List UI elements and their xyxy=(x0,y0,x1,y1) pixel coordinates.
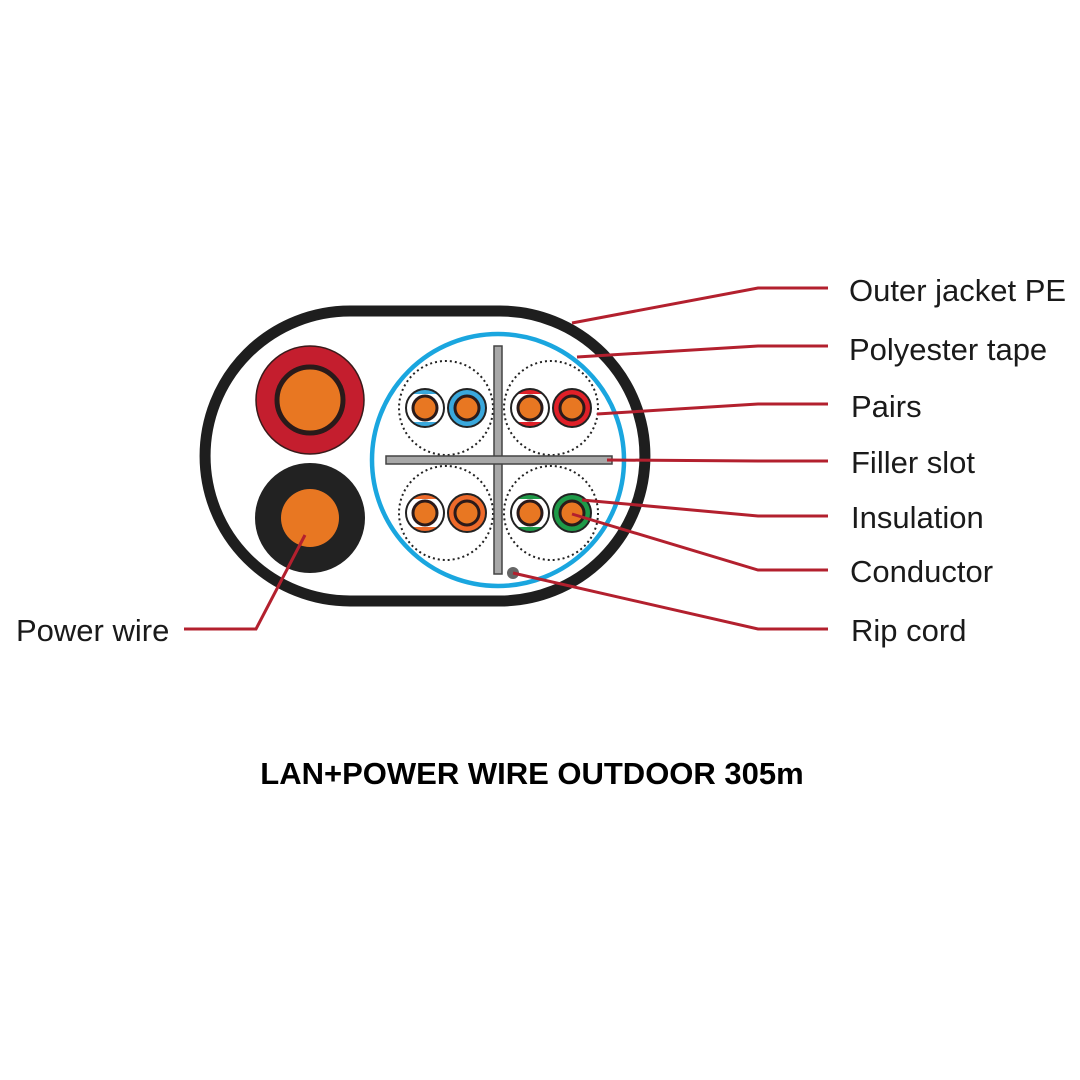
wire-green xyxy=(552,493,592,533)
leader-power-wire xyxy=(184,534,307,631)
leader-pairs xyxy=(596,402,828,416)
power-wire-red xyxy=(255,345,365,455)
wire-blue xyxy=(447,388,487,428)
pair-red xyxy=(510,388,592,428)
wire-white-red xyxy=(510,388,550,428)
label-outer-jacket: Outer jacket PE xyxy=(849,273,1066,308)
label-power-wire: Power wire xyxy=(16,613,169,648)
wire-white-blue xyxy=(405,388,445,428)
pair-blue xyxy=(405,388,487,428)
wire-white-green xyxy=(510,493,550,533)
diagram-title: LAN+POWER WIRE OUTDOOR 305m xyxy=(260,756,803,791)
leader-insulation xyxy=(581,498,828,518)
pair-green xyxy=(510,493,592,533)
wire-orange xyxy=(447,493,487,533)
label-insulation: Insulation xyxy=(851,500,984,535)
label-pairs: Pairs xyxy=(851,389,922,424)
pair-orange xyxy=(405,493,487,533)
label-filler-slot: Filler slot xyxy=(851,445,975,480)
leader-lines xyxy=(184,286,828,631)
leader-rip-cord xyxy=(512,571,828,631)
pair-boundaries xyxy=(398,360,599,561)
wire-white-orange xyxy=(405,493,445,533)
label-rip-cord: Rip cord xyxy=(851,613,966,648)
power-wire-black xyxy=(255,463,365,573)
label-polyester-tape: Polyester tape xyxy=(849,332,1047,367)
leader-polyester-tape xyxy=(576,344,828,359)
leader-filler-slot xyxy=(606,458,828,463)
leader-conductor xyxy=(571,512,828,572)
label-conductor: Conductor xyxy=(850,554,993,589)
leader-outer-jacket xyxy=(571,286,828,325)
wire-red xyxy=(552,388,592,428)
